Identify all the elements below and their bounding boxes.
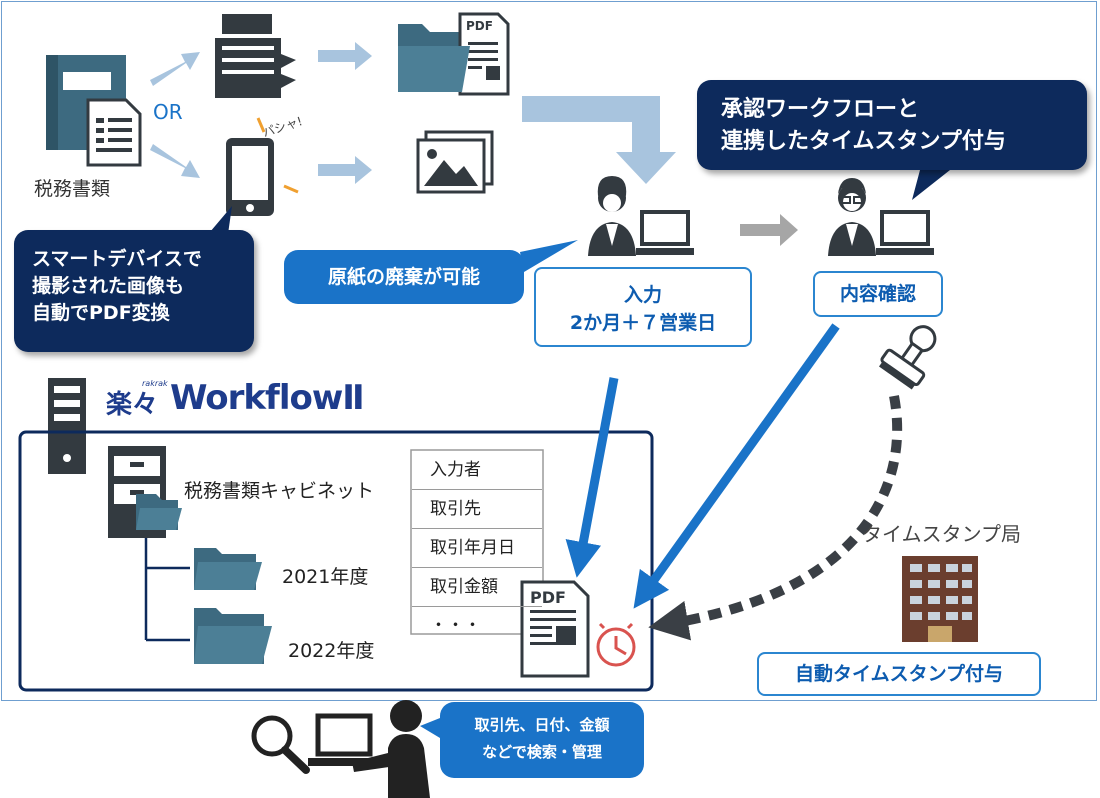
cabinet-icon (108, 446, 182, 538)
laptop-icon (308, 713, 380, 766)
input-step-box: 入力 2か月＋７営業日 (534, 267, 752, 347)
field-more: ・・・ (430, 616, 481, 636)
rakuraku-logo-small: rakrak (142, 379, 168, 388)
arrow-phone-to-image (318, 156, 372, 184)
approval-callout-text: 承認ワークフローと 連携したタイムスタンプ付与 (721, 97, 1006, 154)
field-client: 取引先 (412, 490, 542, 529)
search-callout: 取引先、日付、金額 などで検索・管理 (440, 702, 644, 778)
smartphone-icon (226, 117, 299, 216)
scanner-icon (215, 14, 296, 98)
discard-callout-tail (520, 240, 578, 272)
arrow-scan-to-pdf (318, 42, 372, 70)
folder-2022-icon (194, 608, 272, 664)
folder-2021-icon (194, 548, 262, 590)
arrow-to-confirm (740, 214, 798, 246)
cabinet-label: 税務書類キャビネット (184, 480, 375, 502)
auto-timestamp-box: 自動タイムスタンプ付与 (757, 652, 1041, 696)
inputter-person-icon (588, 176, 694, 256)
timestamp-building-icon (902, 556, 978, 642)
smart-device-callout-text: スマートデバイスで 撮影された画像も 自動でPDF変換 (32, 248, 202, 324)
timestamp-authority-label: タイムスタンプ局 (862, 522, 1021, 546)
arrow-to-phone (150, 144, 200, 178)
year-2022-label: 2022年度 (288, 640, 375, 662)
workflow-logo-name: WorkflowⅡ (170, 378, 365, 418)
year-2021-label: 2021年度 (282, 566, 369, 588)
server-icon (48, 378, 86, 474)
discard-callout: 原紙の廃棄が可能 (284, 250, 524, 304)
workflow-system-box (18, 430, 654, 692)
user-person-icon (352, 700, 430, 798)
clock-icon (596, 622, 636, 667)
search-callout-text: 取引先、日付、金額 などで検索・管理 (474, 716, 610, 761)
auto-timestamp-text: 自動タイムスタンプ付与 (794, 663, 1004, 685)
confirm-step-box: 内容確認 (813, 271, 943, 317)
search-callout-tail (420, 718, 440, 738)
or-label: OR (153, 100, 183, 124)
smart-device-callout: スマートデバイスで 撮影された画像も 自動でPDF変換 (14, 230, 254, 352)
pdf-document-label: PDF (530, 588, 566, 607)
diagram-frame (1, 1, 1097, 701)
approval-callout-tail (912, 170, 950, 200)
search-magnifier-icon (251, 715, 310, 774)
pdf-folder-label: PDF (466, 19, 493, 33)
fields-table: 入力者 取引先 取引年月日 取引金額 ・・・ (412, 451, 542, 645)
arrow-to-scanner (150, 52, 200, 86)
arrow-timestamp-to-clock (648, 395, 903, 641)
field-amount: 取引金額 (412, 568, 542, 607)
pdf-document-icon (520, 580, 590, 678)
confirmer-person-icon (828, 178, 934, 256)
field-date: 取引年月日 (412, 529, 542, 568)
stamp-icon (878, 325, 937, 390)
smart-callout-tail (210, 206, 232, 234)
arrow-confirm-to-clock (633, 323, 840, 609)
arrow-input-to-pdf (565, 377, 619, 578)
approval-callout: 承認ワークフローと 連携したタイムスタンプ付与 (697, 80, 1087, 170)
pdf-folder-icon (398, 12, 510, 96)
tax-documents-label: 税務書類 (34, 178, 111, 200)
field-inputter: 入力者 (412, 451, 542, 490)
arrow-to-input (522, 96, 676, 184)
tree-lines (144, 538, 190, 642)
rakuraku-logo-kanji: 楽々 (106, 390, 159, 420)
discard-callout-text: 原紙の廃棄が可能 (327, 266, 480, 288)
input-step-text: 入力 2か月＋７営業日 (569, 284, 717, 334)
image-icon (416, 130, 494, 194)
document-icon (86, 98, 142, 167)
confirm-step-text: 内容確認 (839, 283, 916, 305)
